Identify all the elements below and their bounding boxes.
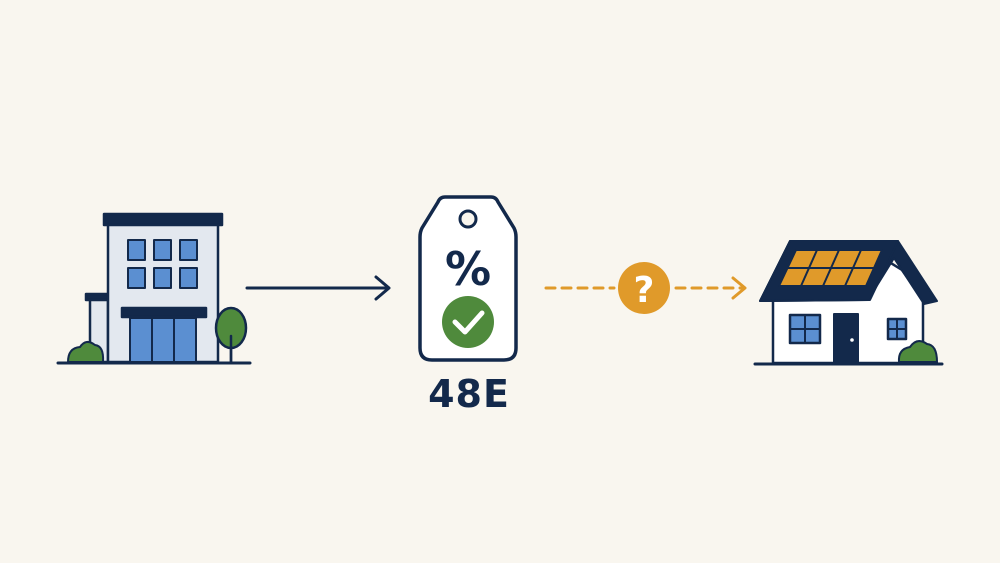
dashed-arrow: [544, 276, 747, 300]
bush-icon: [66, 341, 105, 363]
bush-icon: [897, 340, 939, 363]
question-mark-icon: ?: [618, 262, 670, 314]
solid-arrow: [245, 275, 391, 301]
tag-hole: [458, 209, 478, 229]
tree-icon: [214, 306, 248, 364]
solar-panel-icon: [778, 249, 883, 287]
percent-symbol: %: [445, 242, 491, 296]
office-building-icon: [84, 212, 224, 364]
discount-tag-icon: %: [418, 195, 518, 362]
checkmark-icon: [442, 296, 494, 348]
solar-house-icon: [759, 240, 938, 365]
question-mark-text: ?: [634, 270, 655, 311]
tag-label: 48E: [428, 372, 510, 416]
